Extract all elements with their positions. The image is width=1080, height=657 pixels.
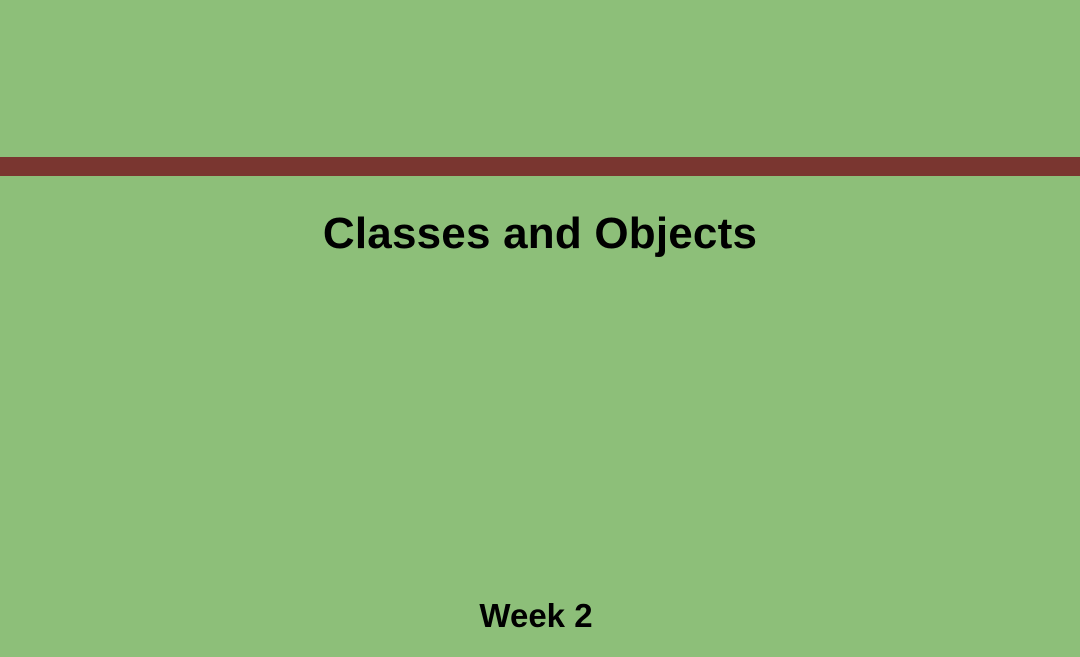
divider-bar — [0, 157, 1080, 176]
slide-title: Classes and Objects — [322, 209, 758, 258]
slide-subtitle: Week 2 — [479, 597, 593, 634]
